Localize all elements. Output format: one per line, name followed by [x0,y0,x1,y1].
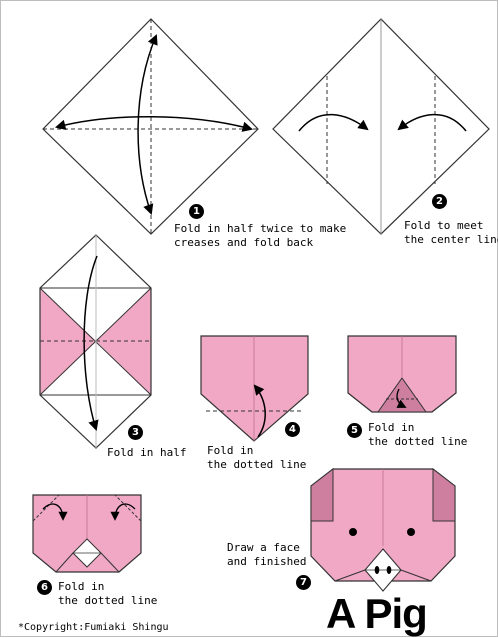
step-3-badge: 3 [128,425,143,440]
pig-eye-right [407,528,415,536]
step-4-badge: 4 [285,422,300,437]
step-1-caption: Fold in half twice to make creases and f… [174,222,346,250]
step-6-caption: Fold in the dotted line [58,580,157,608]
pig-eye-left [349,528,357,536]
step-2-caption: Fold to meet the center line [404,219,498,247]
copyright-notice: *Copyright:Fumiaki Shingu [18,622,169,633]
step-3-caption: Fold in half [107,446,186,460]
step-2-badge: 2 [432,194,447,209]
step-7-caption: Draw a face and finished [227,541,306,569]
step-1-figure [43,19,258,234]
step-2-figure [273,19,489,234]
page-title: A Pig [326,592,427,636]
step-1-badge: 1 [189,204,204,219]
step-3-figure [40,235,151,448]
step-7-figure [311,469,455,591]
step-6-figure [33,495,141,572]
step-5-figure [348,336,456,412]
step-5-badge: 5 [347,423,362,438]
step-5-caption: Fold in the dotted line [368,421,467,449]
step-7-badge: 7 [296,575,311,590]
step-4-caption: Fold in the dotted line [207,444,306,472]
step-6-badge: 6 [37,580,52,595]
